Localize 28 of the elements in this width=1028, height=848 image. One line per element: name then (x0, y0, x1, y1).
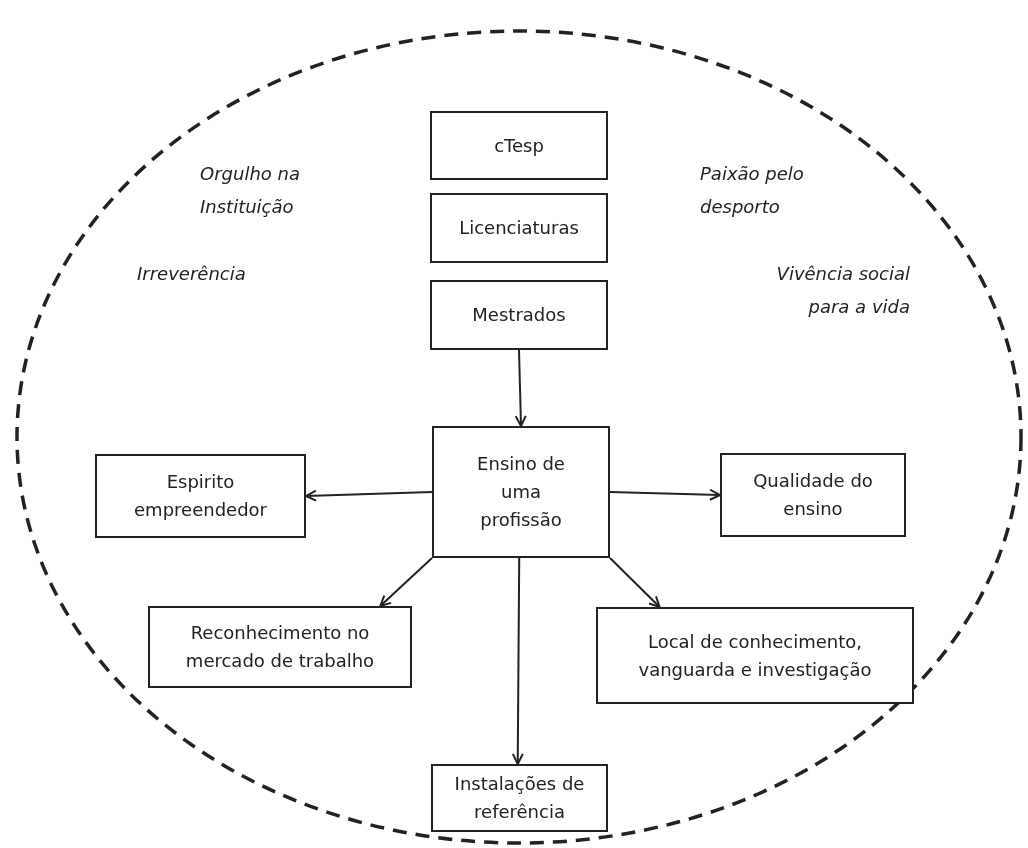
process-box (720, 453, 906, 537)
value-label: Paixão pelo desporto (700, 162, 805, 220)
box-text: Instalações de referência (453, 772, 586, 824)
process-box (430, 280, 608, 350)
box-text: Qualidade do ensino (752, 469, 874, 521)
value-label: Orgulho na Instituição (200, 162, 301, 220)
arrow (305, 489, 433, 502)
process-box (430, 111, 608, 180)
process-box (148, 606, 412, 688)
box-text: Mestrados (472, 303, 566, 328)
value-label: Vivência social para a vida (775, 262, 910, 320)
process-box (431, 764, 608, 832)
box-text: cTesp (494, 133, 544, 158)
process-box (432, 426, 610, 558)
box-text: Licenciaturas (459, 216, 579, 241)
value-label: Irreverência (137, 262, 247, 286)
process-box (596, 607, 914, 704)
box-text: Local de conhecimento, vanguarda e investigação (637, 629, 873, 682)
arrow (609, 488, 721, 501)
box-text: Espirito empreendedor (133, 470, 268, 522)
process-box (95, 454, 306, 538)
arrow (379, 557, 433, 607)
arrow (609, 557, 661, 608)
box-text: Reconhecimento no mercado de trabalho (184, 621, 376, 673)
box-text: Ensino de uma profissão (476, 452, 566, 532)
arrow (514, 349, 527, 427)
arrow (511, 557, 524, 765)
process-box (430, 193, 608, 263)
